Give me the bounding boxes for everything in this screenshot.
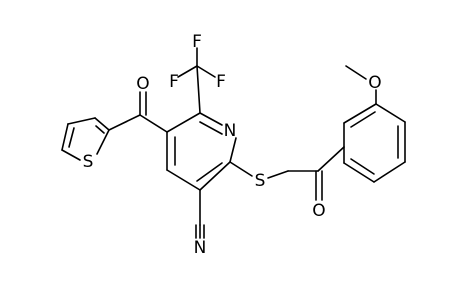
atom-f2: F: [169, 72, 179, 92]
atom-o-methoxy: O: [368, 73, 381, 93]
bond-cf3-ring: [196, 65, 201, 114]
bond-cf3-f3: [196, 65, 216, 78]
bond-benz-6: [343, 162, 375, 183]
bond-ketone-aryl: [317, 146, 345, 172]
bond-benz-2: [343, 103, 377, 124]
bond-carbonyl-thiophene: [108, 114, 141, 131]
atom-s-thiophene: S: [83, 152, 94, 172]
atom-n-nitrile: N: [194, 238, 207, 258]
bond-thio-c5-c4-inner: [68, 127, 75, 148]
bonds: [61, 47, 406, 239]
bond-benz-5: [373, 161, 406, 183]
atom-n-pyridine: N: [224, 121, 237, 141]
atom-f3: F: [216, 72, 226, 92]
bond-o-ch3: [345, 65, 367, 80]
bond-pyr-c5-c6: [166, 112, 201, 133]
atom-s-thioether: S: [255, 171, 266, 191]
atom-o-ketone: O: [312, 201, 325, 221]
bond-benz-3: [375, 103, 406, 123]
bond-pyr-c6-n1-inner: [199, 121, 223, 135]
atom-o-carbonyl-thiophene: O: [136, 74, 149, 94]
bond-ring-carbonyl: [139, 114, 168, 133]
bond-c2-s: [229, 161, 253, 177]
bond-benz-6-inner: [350, 158, 375, 175]
bond-pyr-c2-c3: [199, 161, 231, 191]
atom-f1: F: [192, 32, 202, 52]
bond-thio-c3-c2: [94, 117, 110, 131]
bond-pyr-c3-c4: [166, 169, 201, 191]
bond-pyr-c6-n1: [199, 112, 223, 126]
atom-labels: F F F O S N S N O O: [83, 32, 382, 258]
bond-benz-2-inner: [350, 111, 376, 128]
bond-pyr-n1-c2: [229, 137, 237, 163]
bond-thio-s-c5: [61, 149, 81, 161]
bond-s-ch2: [267, 170, 289, 179]
bond-thio-c3-c2-inner: [95, 125, 105, 134]
bond-thio-c2-s: [96, 129, 110, 155]
bond-thio-c5-c4: [61, 123, 69, 151]
bond-thio-c4-c3: [67, 117, 96, 125]
bond-cf3-f2: [177, 65, 198, 78]
bond-pyr-c2-c3-inner: [196, 162, 223, 182]
